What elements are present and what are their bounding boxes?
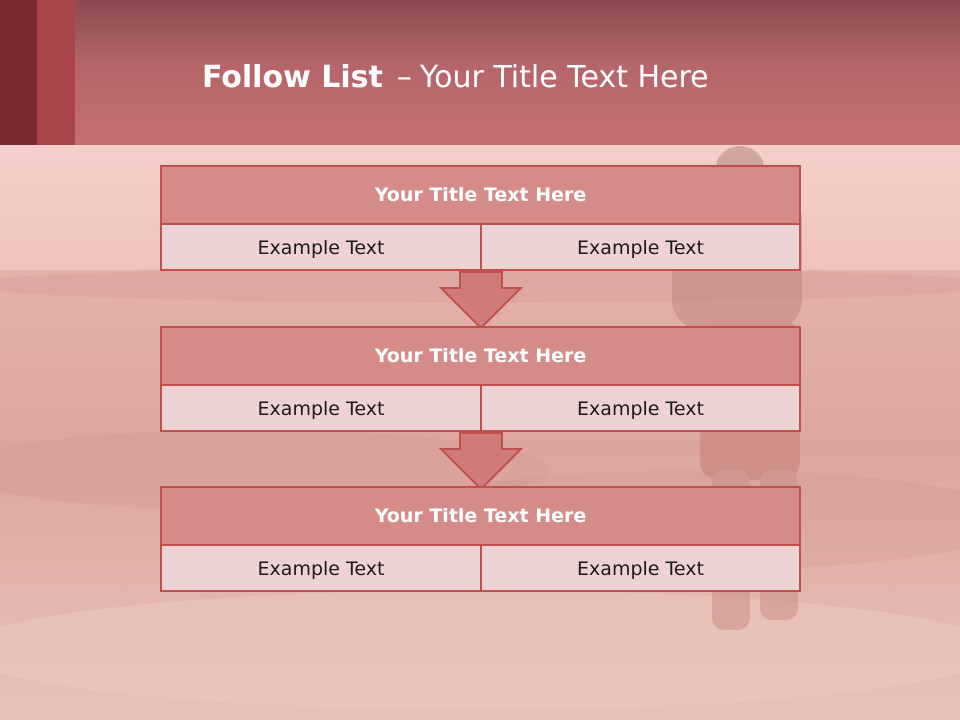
step-cell-right: Example Text (577, 398, 704, 420)
step-box-3: Your Title Text Here Example Text Exampl… (160, 486, 801, 592)
step-box-2: Your Title Text Here Example Text Exampl… (160, 326, 801, 432)
step-title: Your Title Text Here (162, 488, 799, 546)
step-cell-left: Example Text (162, 546, 482, 592)
header-background (75, 0, 960, 145)
step-cell-right: Example Text (577, 558, 704, 580)
step-title: Your Title Text Here (162, 328, 799, 386)
step-box-1: Your Title Text Here Example Text Exampl… (160, 165, 801, 271)
page-title: Follow List–Your Title Text Here (202, 56, 709, 100)
header-accent-band-dark (0, 0, 37, 145)
header-bar: Follow List–Your Title Text Here (0, 0, 960, 145)
header-accent-band-light (37, 0, 75, 145)
step-cell-left: Example Text (162, 386, 482, 432)
page-title-bold: Follow List (202, 60, 383, 95)
page-title-separator: – (396, 60, 412, 95)
step-cell-left: Example Text (162, 225, 482, 271)
page-title-rest: Your Title Text Here (419, 60, 709, 95)
down-arrow-icon (439, 271, 523, 329)
step-cell-right: Example Text (577, 237, 704, 259)
down-arrow-icon (439, 432, 523, 490)
step-title: Your Title Text Here (162, 167, 799, 225)
